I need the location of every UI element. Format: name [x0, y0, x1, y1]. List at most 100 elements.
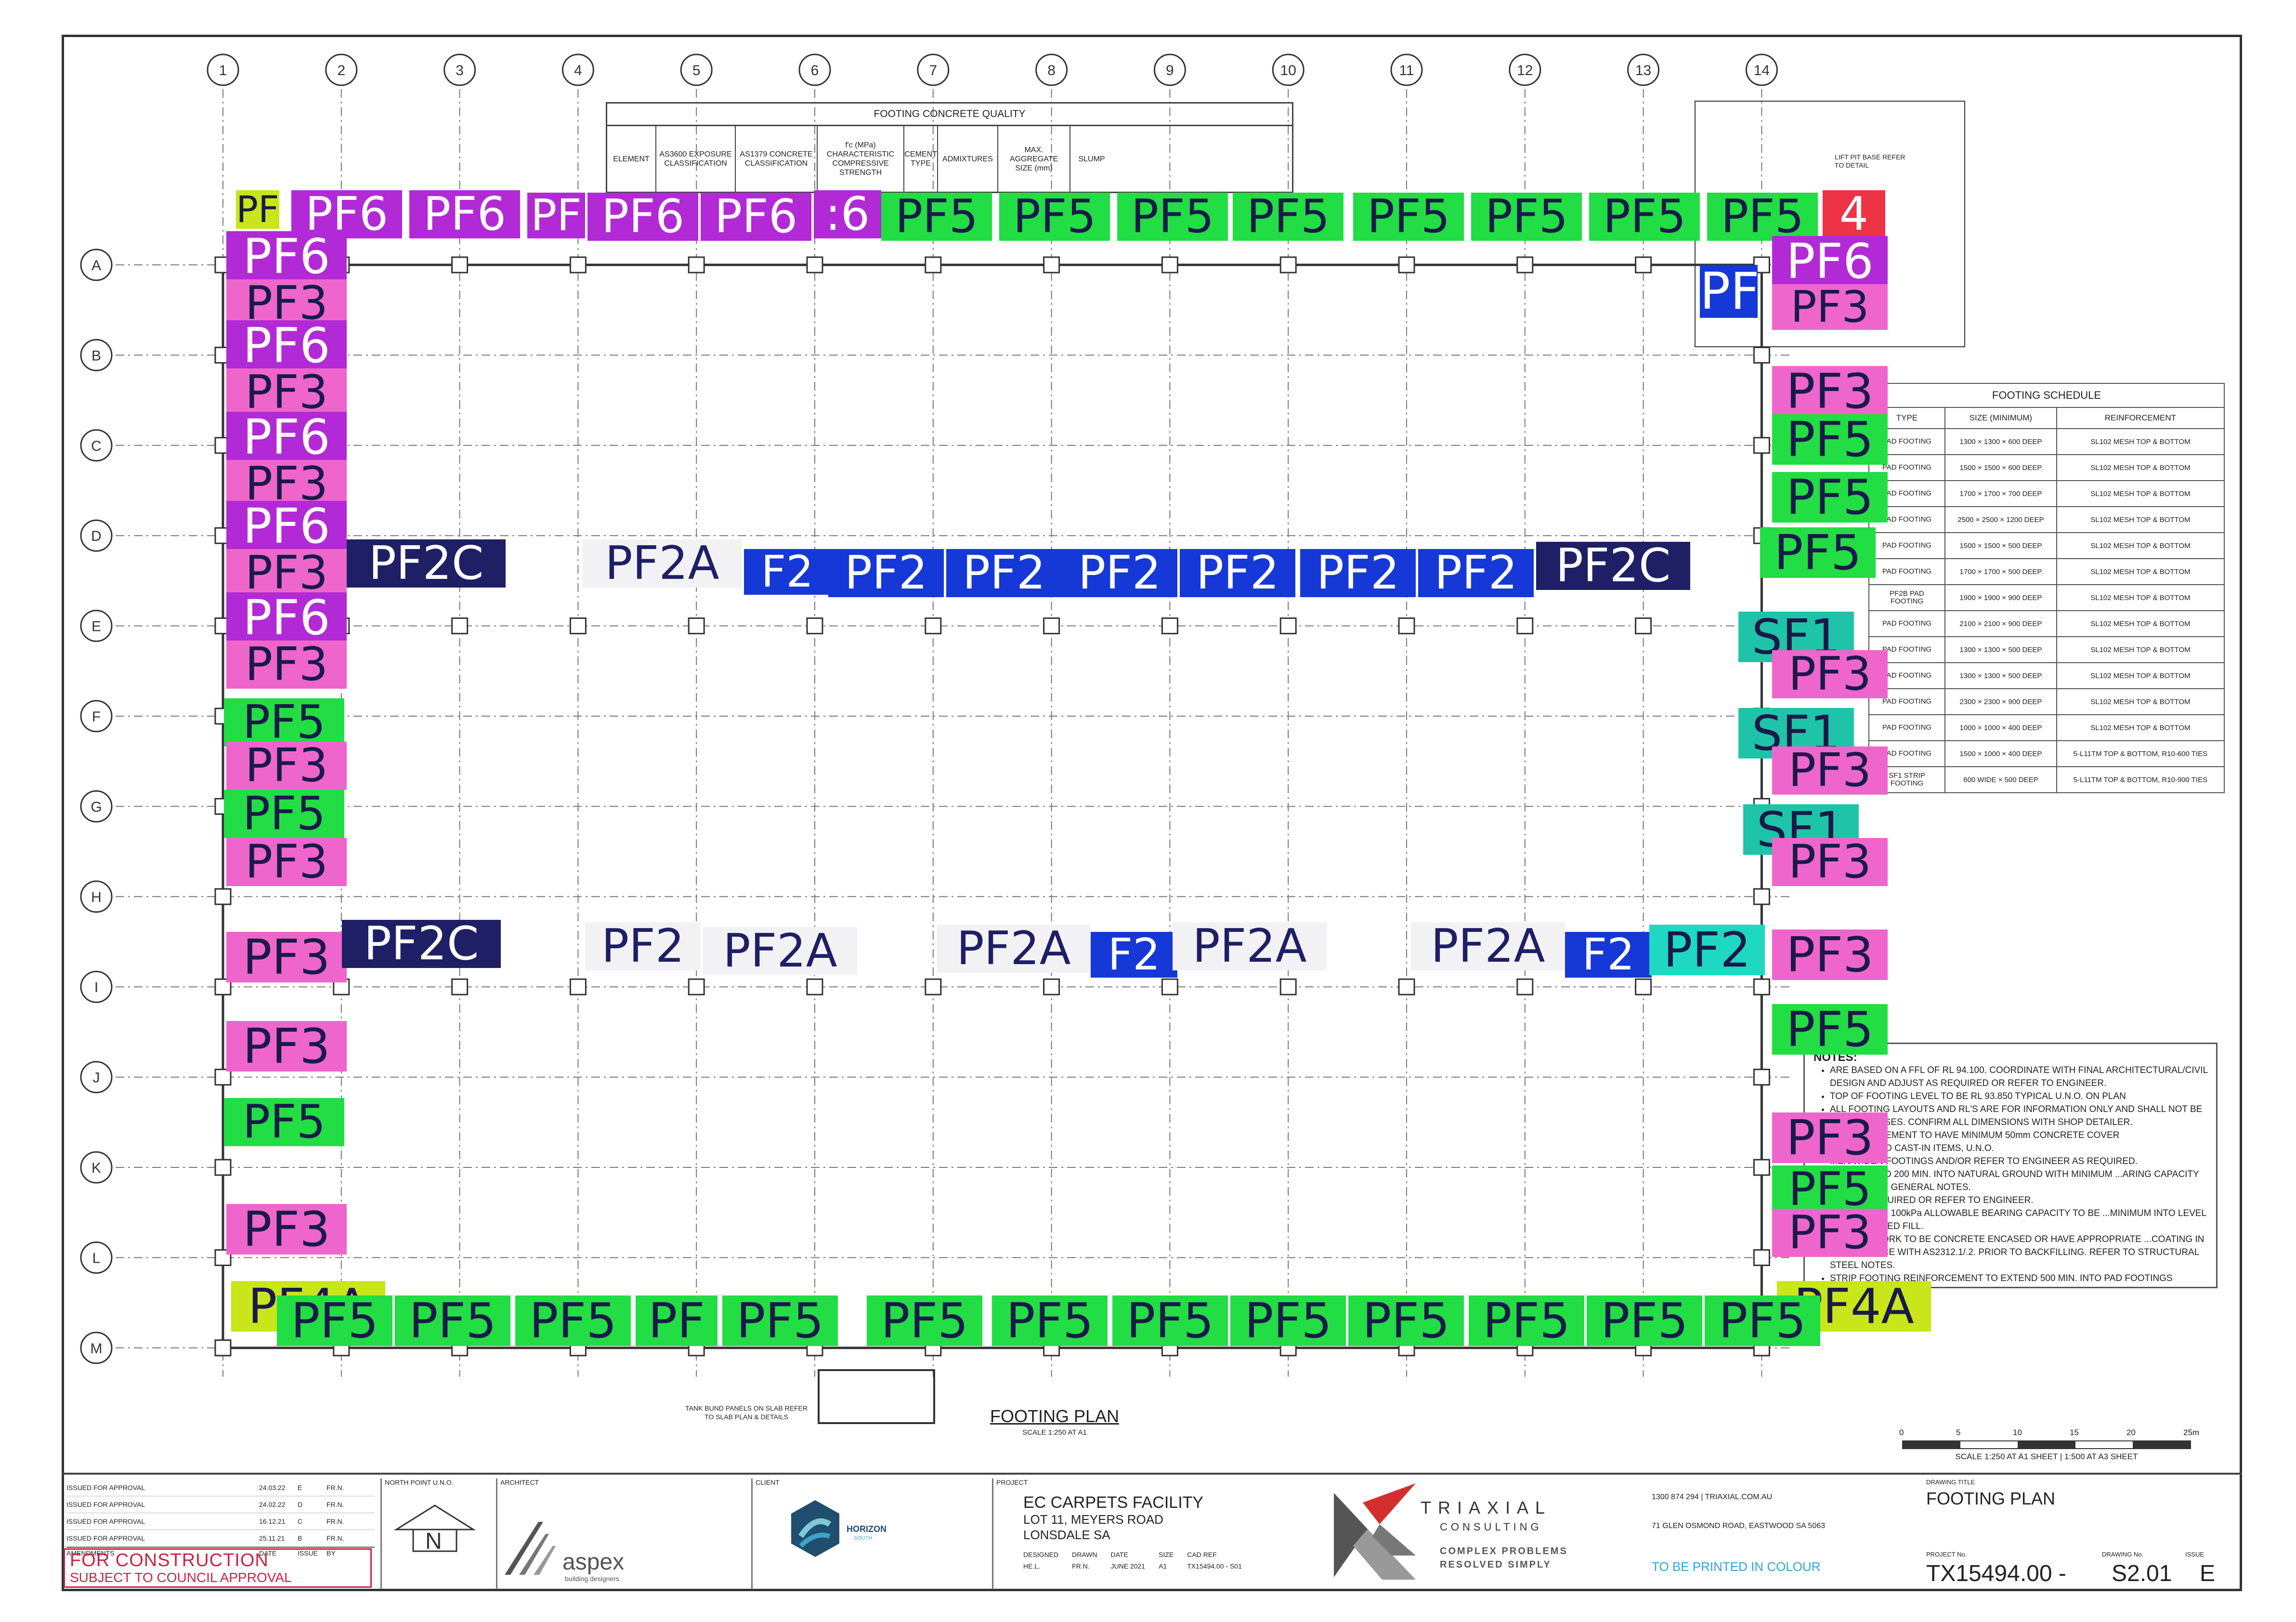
project-block: PROJECT EC CARPETS FACILITY LOT 11, MEYE…: [992, 1478, 1326, 1589]
footing-mark-label: F2: [744, 549, 831, 595]
footing-mark-label: PF6: [409, 190, 520, 238]
pad-footing: [1753, 888, 1770, 905]
pad-footing: [214, 1159, 232, 1176]
schedule-type: PAD FOOTING: [1882, 489, 1932, 497]
footing-mark-label: PF5: [1112, 1295, 1228, 1346]
grid-row-label-D: D: [91, 528, 102, 544]
revision-issue: D: [298, 1501, 303, 1508]
grid-col-label-11: 11: [1399, 63, 1414, 78]
pad-footing: [451, 978, 469, 995]
footing-mark-label: PF3: [226, 742, 347, 790]
north-point-block: NORTH POINT U.N.O. N: [380, 1478, 493, 1589]
grid-col-label-4: 4: [574, 63, 582, 78]
concrete-quality-header: f'c (MPa) CHARACTERISTIC COMPRESSIVE STR…: [817, 126, 903, 192]
footing-mark-label: PF5: [277, 1295, 392, 1346]
scale-tick-label: 5: [1956, 1428, 1961, 1437]
footing-mark-label: PF5: [1233, 193, 1344, 241]
pad-footing: [1635, 256, 1652, 274]
footing-mark-label: PF5: [1589, 193, 1700, 241]
pad-footing: [1753, 346, 1770, 364]
revision-desc: ISSUED FOR APPROVAL: [66, 1501, 145, 1508]
client-block: CLIENT HORIZON SOUTH: [751, 1478, 989, 1589]
footing-mark-label: PF6: [587, 193, 698, 241]
schedule-size: 1900 × 1900 × 900 DEEP: [1944, 584, 2057, 611]
concrete-quality-header: ADMIXTURES: [937, 126, 997, 192]
footing-mark-label: PF6: [226, 320, 347, 371]
footing-mark-label: PF2A: [937, 925, 1091, 973]
north-point-label: NORTH POINT U.N.O.: [385, 1478, 454, 1486]
schedule-size: 1700 × 1700 × 700 DEEP: [1944, 480, 2057, 507]
grid-col-label-14: 14: [1754, 63, 1770, 78]
note-item: ...REINFORCEMENT TO HAVE MINIMUM 50mm CO…: [1830, 1129, 2208, 1142]
drawing-title: FOOTING PLAN: [1926, 1489, 2056, 1508]
tank-bund-note: TANK BUND PANELS ON SLAB REFER TO SLAB P…: [685, 1404, 808, 1421]
architect-block: ARCHITECT aspex building designers: [496, 1478, 748, 1589]
rev-header-by: BY: [326, 1549, 336, 1557]
pad-footing: [1043, 978, 1060, 995]
schedule-header: REINFORCEMENT: [2056, 407, 2225, 429]
footing-mark-label: PF2: [1062, 549, 1177, 597]
pad-footing: [688, 978, 705, 995]
drawing-title-label: DRAWING TITLE: [1926, 1478, 1975, 1486]
footing-mark-label: PF3: [226, 641, 347, 689]
pad-footing: [214, 888, 232, 905]
schedule-mark: PF2B: [1890, 589, 1910, 598]
footing-mark-label: PF6: [291, 190, 402, 238]
schedule-type: PAD FOOTING: [1882, 437, 1932, 445]
revision-date: 24.03.22: [259, 1484, 286, 1491]
pad-footing: [1043, 256, 1060, 274]
schedule-type: PAD FOOTING: [1890, 589, 1924, 605]
project-line2: LOT 11, MEYERS ROAD: [1023, 1512, 1163, 1527]
plan-scale: SCALE 1:250 AT A1: [1022, 1428, 1087, 1437]
grid-row-label-I: I: [94, 980, 98, 995]
consultant-sub: CONSULTING: [1440, 1521, 1542, 1533]
pad-footing: [1398, 978, 1415, 995]
schedule-size: 1300 × 1300 × 500 DEEP: [1944, 636, 2057, 663]
schedule-type: PAD FOOTING: [1882, 671, 1932, 680]
schedule-size: 1300 × 1300 × 500 DEEP: [1944, 662, 2057, 689]
pad-footing: [1279, 617, 1297, 635]
footing-mark-label: PF: [1700, 265, 1758, 318]
pad-footing: [688, 256, 705, 274]
grid-row-label-G: G: [91, 799, 102, 815]
architect-name: aspex: [562, 1549, 625, 1575]
note-item: TOP OF FOOTING LEVEL TO BE RL 93.850 TYP…: [1830, 1090, 2208, 1103]
project-line1: EC CARPETS FACILITY: [1023, 1493, 1204, 1512]
project-field-key: DRAWN: [1072, 1551, 1097, 1558]
pad-footing: [925, 256, 942, 274]
footing-mark-label: PF3: [1772, 838, 1888, 886]
concrete-quality-title: FOOTING CONCRETE QUALITY: [606, 102, 1293, 126]
concrete-quality-header: MAX. AGGREGATE SIZE (mm): [997, 126, 1070, 192]
footing-mark-label: PF3: [226, 279, 347, 327]
footing-mark-label: PF5: [1707, 193, 1818, 241]
pad-footing: [214, 1339, 232, 1357]
issue-label: ISSUE: [2185, 1551, 2205, 1558]
schedule-type: PAD FOOTING: [1882, 541, 1932, 549]
footing-mark-label: PF5: [515, 1295, 631, 1346]
revision-issue: E: [298, 1484, 302, 1491]
grid-col-label-6: 6: [811, 63, 819, 78]
pad-footing: [451, 617, 469, 635]
schedule-reinforcement: SL102 MESH TOP & BOTTOM: [2056, 480, 2225, 507]
footing-mark-label: PF5: [1348, 1295, 1464, 1346]
consultant-tag1: COMPLEX PROBLEMS: [1440, 1546, 1568, 1557]
drawing-no-label: DRAWING No.: [2102, 1551, 2144, 1558]
pad-footing: [1516, 617, 1534, 635]
footing-mark-label: PF6: [226, 501, 347, 551]
grid-row-label-H: H: [91, 889, 102, 905]
project-field-value: JUNE 2021: [1110, 1562, 1146, 1570]
consultant-block: TRIAXIAL CONSULTING COMPLEX PROBLEMS RES…: [1329, 1478, 1637, 1589]
footing-mark-label: PF5: [224, 698, 344, 746]
footing-mark-label: PF5: [1772, 1004, 1888, 1055]
